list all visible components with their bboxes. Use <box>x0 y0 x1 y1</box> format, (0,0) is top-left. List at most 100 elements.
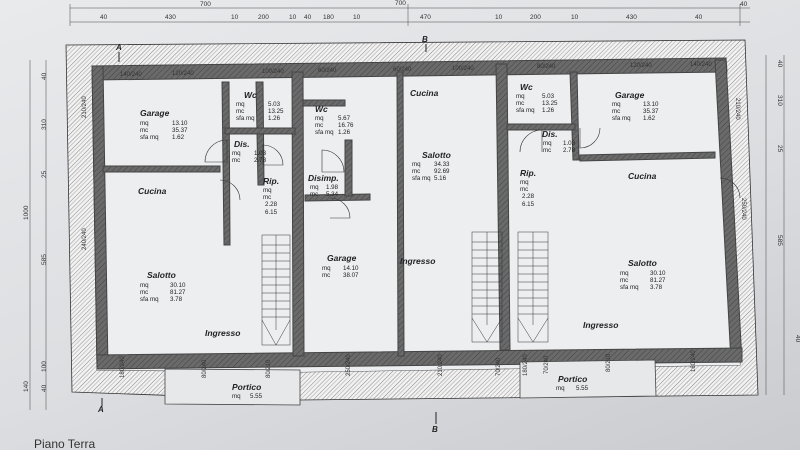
section-marker-a-bottom: A <box>97 398 104 414</box>
svg-text:Garage: Garage <box>615 90 645 100</box>
dim-label: 10 <box>571 14 579 21</box>
svg-text:Cucina: Cucina <box>628 171 657 181</box>
section-marker-b-bottom: B <box>432 412 438 434</box>
window-mark: 180/240 <box>523 354 529 376</box>
svg-text:Rip.: Rip. <box>263 176 279 186</box>
svg-text:1.98: 1.98 <box>326 184 339 191</box>
svg-text:13.10: 13.10 <box>643 101 659 108</box>
svg-text:3.78: 3.78 <box>170 296 183 303</box>
svg-text:Portico: Portico <box>232 382 261 392</box>
svg-text:mq: mq <box>236 101 245 108</box>
svg-text:mc: mc <box>236 108 244 115</box>
svg-text:mc: mc <box>412 168 420 175</box>
dim-label: 40 <box>41 384 48 392</box>
svg-text:sfa mq: sfa mq <box>140 134 159 141</box>
left-dimensions: 40 310 25 585 1000 100 40 140 <box>23 72 48 392</box>
svg-text:81.27: 81.27 <box>170 289 186 296</box>
window-mark: 120/240 <box>630 63 652 69</box>
top-dimension-row-2: 40 430 10 200 10 40 180 10 470 10 200 10… <box>100 14 703 21</box>
dim-label: 200 <box>258 14 269 21</box>
dim-label: 700 <box>200 1 211 8</box>
svg-text:1.26: 1.26 <box>542 107 555 114</box>
svg-text:mc: mc <box>620 277 628 284</box>
room-rip-left: Rip. mq mc 2.28 6.15 <box>263 176 279 216</box>
walls <box>91 57 743 370</box>
side-window-marks: 210/240 240/240 210/240 250/240 <box>82 96 746 250</box>
svg-text:5.55: 5.55 <box>250 393 263 400</box>
room-ingresso-right: Ingresso <box>583 320 618 330</box>
window-mark: 100/240 <box>262 69 284 75</box>
window-mark: 140/240 <box>690 62 712 68</box>
svg-text:mc: mc <box>310 191 318 198</box>
dim-label: 40 <box>695 14 703 21</box>
svg-text:2.28: 2.28 <box>522 193 535 200</box>
svg-text:mq: mq <box>310 184 319 191</box>
svg-text:16.76: 16.76 <box>338 122 354 129</box>
svg-text:2.78: 2.78 <box>563 147 576 154</box>
window-mark: 80/210 <box>606 353 612 372</box>
dim-label: 585 <box>776 235 783 246</box>
svg-text:1.62: 1.62 <box>172 134 185 141</box>
top-dimension-lines <box>69 4 750 26</box>
dim-label: 200 <box>530 14 541 21</box>
dim-label: 10 <box>495 14 503 21</box>
svg-text:mq: mq <box>140 120 149 127</box>
room-portico-left: Portico mq 5.55 <box>232 382 263 400</box>
window-mark: 240/240 <box>82 228 88 250</box>
window-mark: 250/240 <box>740 198 746 220</box>
svg-text:A: A <box>97 405 104 414</box>
portico-areas <box>164 359 657 406</box>
svg-text:mq: mq <box>232 150 241 157</box>
dim-label: 310 <box>41 119 48 130</box>
svg-text:6.15: 6.15 <box>265 209 278 216</box>
room-cucina-left: Cucina <box>138 186 167 196</box>
svg-text:Wc: Wc <box>315 104 328 114</box>
svg-text:Dis.: Dis. <box>234 139 250 149</box>
dim-label: 40 <box>794 335 800 343</box>
svg-text:Ingresso: Ingresso <box>205 328 240 338</box>
svg-text:A: A <box>115 43 122 52</box>
svg-text:Wc: Wc <box>244 90 257 100</box>
stairs-right <box>517 231 549 343</box>
window-mark: 80/240 <box>537 64 556 70</box>
svg-text:sfa mq: sfa mq <box>412 175 431 182</box>
svg-text:Portico: Portico <box>558 374 587 384</box>
svg-text:Cucina: Cucina <box>138 186 167 196</box>
dim-label: 1000 <box>23 205 30 220</box>
bottom-window-marks: 180/240 80/240 80/210 250/240 210/240 70… <box>120 350 697 378</box>
svg-text:mq: mq <box>232 393 241 400</box>
svg-text:30.10: 30.10 <box>650 270 666 277</box>
svg-text:3.78: 3.78 <box>650 284 663 291</box>
svg-text:sfa mq: sfa mq <box>620 284 639 291</box>
dim-label: 10 <box>353 14 361 21</box>
svg-text:30.10: 30.10 <box>170 282 186 289</box>
svg-text:mq: mq <box>412 161 421 168</box>
window-mark: 140/240 <box>120 72 142 78</box>
dim-label: 700 <box>395 0 406 7</box>
svg-text:sfa mq: sfa mq <box>516 107 535 114</box>
svg-text:mc: mc <box>520 186 528 193</box>
stairs-middle <box>471 231 503 343</box>
svg-text:1.03: 1.03 <box>254 150 267 157</box>
svg-text:mq: mq <box>620 270 629 277</box>
svg-text:1.26: 1.26 <box>268 115 281 122</box>
window-mark: 80/240 <box>202 359 208 378</box>
svg-text:5.03: 5.03 <box>542 93 555 100</box>
svg-text:mc: mc <box>322 272 330 279</box>
svg-text:mc: mc <box>543 147 551 154</box>
window-mark: 250/240 <box>346 354 352 376</box>
dim-label: 40 <box>776 60 783 68</box>
dim-label: 40 <box>100 14 108 21</box>
room-cucina-middle: Cucina <box>410 88 439 98</box>
svg-text:mq: mq <box>516 93 525 100</box>
svg-text:Garage: Garage <box>140 108 170 118</box>
window-mark: 70/240 <box>496 357 502 376</box>
